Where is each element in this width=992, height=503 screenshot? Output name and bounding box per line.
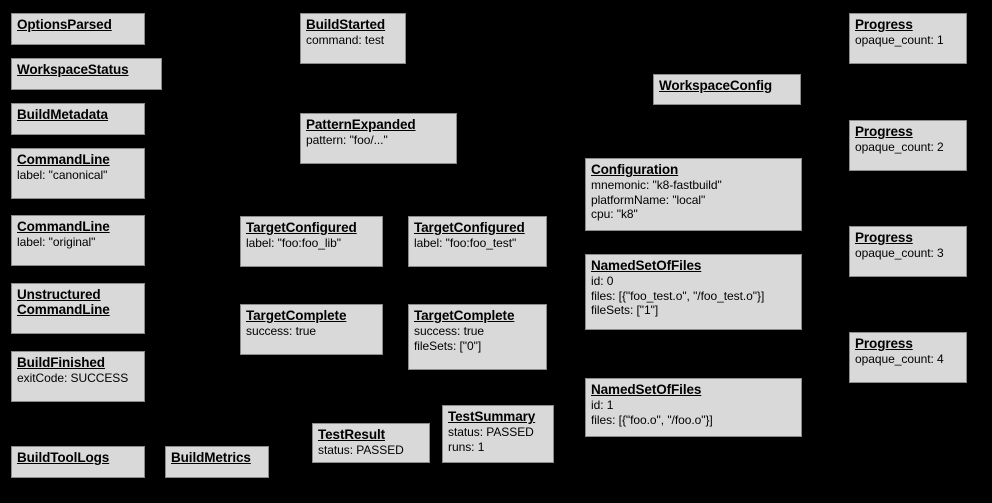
node-title: PatternExpanded	[306, 117, 416, 132]
node-workspace-config[interactable]: WorkspaceConfig	[653, 74, 801, 105]
node-field: opaque_count: 2	[855, 140, 944, 154]
node-fields: exitCode: SUCCESS	[17, 371, 139, 386]
node-title: Progress	[855, 336, 913, 351]
node-title: CommandLine	[17, 219, 110, 234]
node-field: pattern: "foo/..."	[306, 133, 388, 147]
node-fields: opaque_count: 2	[855, 140, 961, 155]
node-field: fileSets: ["1"]	[591, 303, 659, 317]
node-title: TargetConfigured	[246, 220, 357, 235]
node-title: Progress	[855, 17, 913, 32]
node-title: OptionsParsed	[17, 17, 112, 32]
node-field: opaque_count: 4	[855, 352, 944, 366]
node-workspace-status[interactable]: WorkspaceStatus	[11, 58, 162, 90]
node-title: TargetComplete	[414, 308, 515, 323]
node-field: label: "canonical"	[17, 168, 108, 182]
node-title: TestResult	[318, 427, 386, 442]
node-title: BuildMetadata	[17, 107, 108, 122]
node-field: opaque_count: 1	[855, 33, 944, 47]
node-fields: label: "canonical"	[17, 168, 139, 183]
node-unstructured-command-line[interactable]: Unstructured CommandLine	[11, 283, 145, 334]
node-field: mnemonic: "k8-fastbuild"	[591, 178, 722, 192]
node-fields: status: PASSED	[318, 443, 424, 458]
node-fields: label: "original"	[17, 235, 139, 250]
node-title: TargetConfigured	[414, 220, 525, 235]
node-title: NamedSetOfFiles	[591, 382, 702, 397]
node-title: Progress	[855, 230, 913, 245]
node-title: BuildToolLogs	[17, 450, 110, 465]
node-build-metadata[interactable]: BuildMetadata	[11, 103, 145, 135]
node-field: label: "foo:foo_lib"	[246, 236, 341, 250]
node-title: TargetComplete	[246, 308, 347, 323]
node-title: BuildFinished	[17, 355, 105, 370]
node-title: TestSummary	[448, 409, 536, 424]
node-field: runs: 1	[448, 439, 485, 454]
node-fields: opaque_count: 1	[855, 33, 961, 48]
node-title: Progress	[855, 124, 913, 139]
node-title: NamedSetOfFiles	[591, 258, 702, 273]
node-fields: label: "foo:foo_lib"	[246, 236, 377, 251]
node-field: label: "foo:foo_test"	[414, 236, 517, 250]
node-title: BuildMetrics	[171, 450, 251, 465]
node-fields: pattern: "foo/..."	[306, 133, 451, 148]
node-field: status: PASSED	[318, 443, 404, 457]
node-field: id: 1	[591, 398, 614, 412]
node-title: CommandLine	[17, 152, 110, 167]
node-field: opaque_count: 3	[855, 246, 944, 260]
node-field: fileSets: ["0"]	[414, 338, 482, 353]
node-field: platformName: "local"	[591, 192, 706, 207]
node-field: status: PASSED	[448, 425, 534, 439]
node-title: Unstructured CommandLine	[17, 287, 110, 317]
node-fields: command: test	[306, 33, 400, 48]
node-field: cpu: "k8"	[591, 207, 638, 221]
node-title: BuildStarted	[306, 17, 386, 32]
node-fields: mnemonic: "k8-fastbuild"platformName: "l…	[591, 178, 796, 222]
node-field: id: 0	[591, 274, 614, 288]
node-title: Configuration	[591, 162, 679, 177]
node-fields: opaque_count: 4	[855, 352, 961, 367]
node-title: WorkspaceConfig	[659, 78, 773, 93]
node-options-parsed[interactable]: OptionsParsed	[11, 13, 145, 45]
node-title: WorkspaceStatus	[17, 62, 129, 77]
node-field: files: [{"foo.o", "/foo.o"}]	[591, 412, 713, 427]
node-field: exitCode: SUCCESS	[17, 371, 129, 385]
node-fields: success: true	[246, 324, 377, 339]
node-field: success: true	[246, 324, 317, 338]
node-build-metrics[interactable]: BuildMetrics	[165, 446, 269, 478]
node-build-tool-logs[interactable]: BuildToolLogs	[11, 446, 145, 478]
node-fields: opaque_count: 3	[855, 246, 961, 261]
node-field: success: true	[414, 324, 485, 338]
node-field: command: test	[306, 33, 385, 47]
node-field: files: [{"foo_test.o", "/foo_test.o"}]	[591, 288, 765, 303]
node-fields: label: "foo:foo_test"	[414, 236, 541, 251]
node-field: label: "original"	[17, 235, 96, 249]
